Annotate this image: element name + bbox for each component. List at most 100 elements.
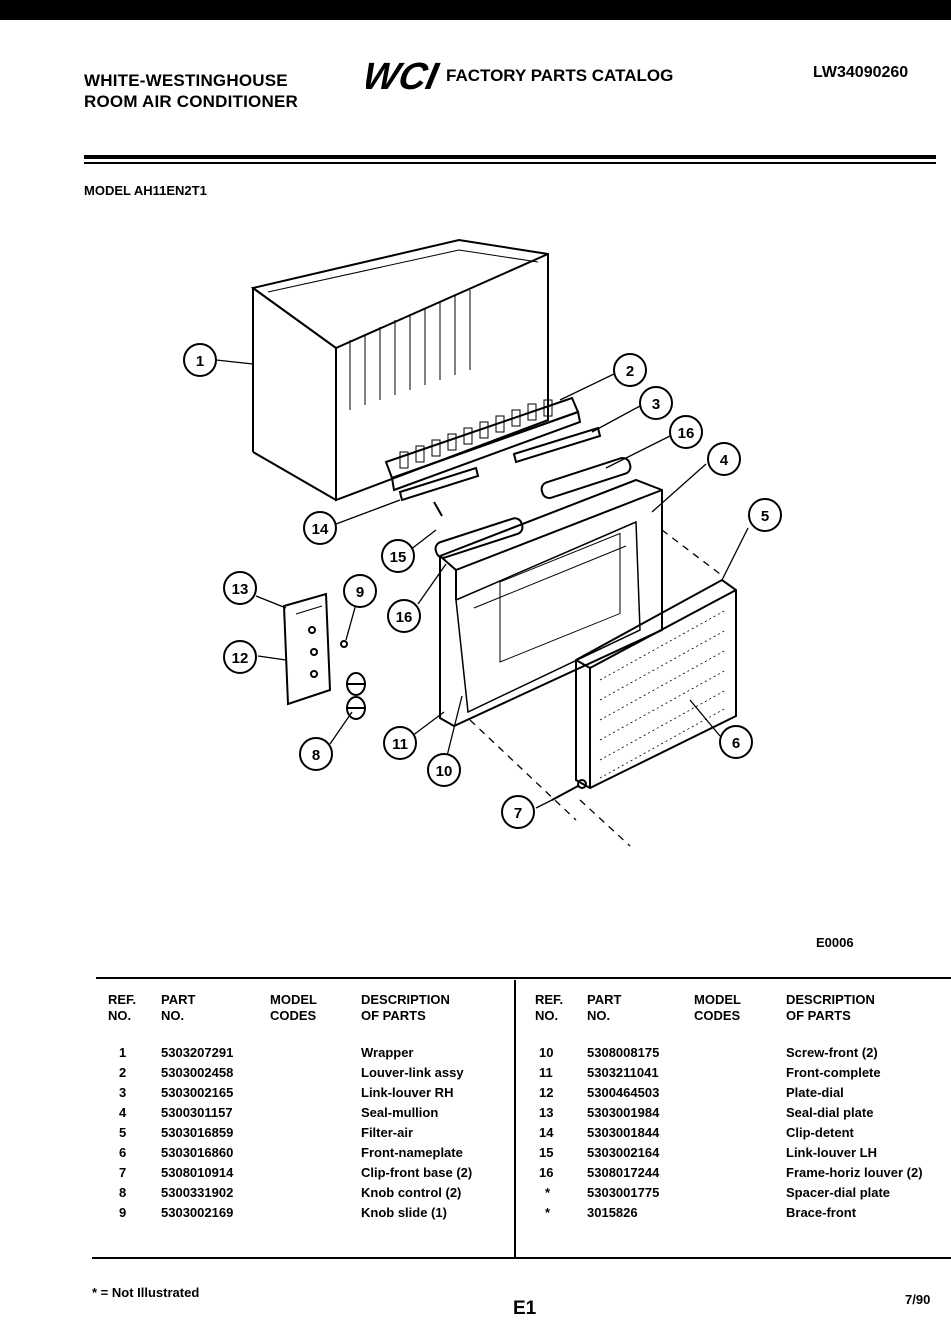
not-illustrated-footnote: * = Not Illustrated [92,1285,200,1300]
table-cell: Clip-detent [786,1125,854,1140]
svg-text:1: 1 [196,353,204,370]
page-number: E1 [513,1298,537,1319]
callout-2: 2 [613,353,647,387]
table-top-rule [96,977,951,979]
callout-15: 15 [381,539,415,573]
table-cell: 5303016859 [161,1125,234,1140]
right-desc-column: Screw-front (2)Front-complete Plate-dial… [786,1043,923,1223]
svg-text:7: 7 [514,805,522,822]
brand-block: WHITE-WESTINGHOUSE ROOM AIR CONDITIONER [84,70,298,112]
table-cell: 7 [119,1165,127,1180]
callout-16b: 16 [387,599,421,633]
svg-text:16: 16 [678,425,695,442]
control-knobs [346,672,366,720]
svg-text:5: 5 [761,508,769,525]
table-cell: Spacer-dial plate [786,1185,891,1200]
table-cell: 5308010914 [161,1165,234,1180]
callout-11: 11 [383,726,417,760]
logo-text: WCI [366,55,443,95]
table-cell: 10 [539,1045,554,1060]
table-cell: Plate-dial [786,1085,844,1100]
table-cell: 5303002165 [161,1085,234,1100]
callout-4: 4 [707,442,741,476]
table-cell: 12 [539,1085,554,1100]
table-cell: 5303001844 [587,1125,660,1140]
callout-13: 13 [223,571,257,605]
table-cell: Brace-front [786,1205,857,1220]
louver-link-assembly [384,396,582,492]
svg-text:12: 12 [232,650,249,667]
svg-text:10: 10 [436,763,453,780]
callout-16a: 16 [669,415,703,449]
catalog-title: FACTORY PARTS CATALOG [446,66,674,85]
table-cell: Frame-horiz louver (2) [786,1165,923,1180]
table-cell: 8 [119,1185,127,1200]
table-cell: 3015826 [587,1205,638,1220]
header-rule-thin [84,162,936,164]
exploded-parts-diagram: 1 2 3 16 4 5 6 7 8 9 10 11 12 13 14 15 1… [183,238,782,847]
table-bottom-rule [92,1257,951,1259]
table-cell: 2 [119,1065,127,1080]
table-cell: 5300301157 [161,1105,233,1120]
table-cell: 5303207291 [161,1045,234,1060]
link-louver-lh [398,466,480,502]
table-cell: 5303001984 [587,1105,660,1120]
brand-line-1: WHITE-WESTINGHOUSE [84,71,288,90]
table-cell: Link-louver LH [786,1145,878,1160]
svg-text:11: 11 [392,736,408,753]
header-ref-no-left: REF.NO. [108,992,137,1023]
wci-logo: WCI [366,55,443,95]
table-cell: Filter-air [361,1125,414,1140]
callout-3: 3 [639,386,673,420]
table-cell: Wrapper [361,1045,414,1060]
table-cell: 5300331902 [161,1185,234,1200]
svg-text:8: 8 [312,747,320,764]
top-black-band [0,0,951,20]
callout-6: 6 [719,725,753,759]
table-cell: 11 [539,1065,553,1080]
wrapper-cabinet [250,238,549,502]
header-rule-thick [84,155,936,159]
table-cell: 5303016860 [161,1145,234,1160]
table-cell: 14 [539,1125,554,1140]
table-cell: Knob slide (1) [361,1205,447,1220]
svg-text:13: 13 [232,581,249,598]
callout-10: 10 [427,753,461,787]
revision-date: 7/90 [905,1292,931,1307]
table-cell: 16 [539,1165,554,1180]
front-complete-panel [439,478,663,728]
callout-1: 1 [183,343,217,377]
table-cell: Front-complete [786,1065,881,1080]
callout-8: 8 [299,737,333,771]
svg-text:9: 9 [356,584,364,601]
table-cell: 5308008175 [587,1045,660,1060]
table-cell: 5303002169 [161,1205,234,1220]
callout-7: 7 [501,795,535,829]
table-cell: 5303002164 [587,1145,660,1160]
table-cell: Seal-dial plate [786,1105,874,1120]
air-filter [575,578,737,790]
figure-code: E0006 [816,935,854,950]
svg-text:2: 2 [626,363,634,380]
svg-text:3: 3 [652,396,660,413]
callout-14: 14 [303,511,337,545]
header-ref-no-right: REF.NO. [535,992,564,1023]
callout-12: 12 [223,640,257,674]
table-cell: Link-louver RH [361,1085,454,1100]
table-cell: 6 [119,1145,127,1160]
table-cell: 5303211041 [587,1065,659,1080]
table-cell: 5308017244 [587,1165,660,1180]
brand-line-2: ROOM AIR CONDITIONER [84,92,298,111]
table-cell: Knob control (2) [361,1185,462,1200]
